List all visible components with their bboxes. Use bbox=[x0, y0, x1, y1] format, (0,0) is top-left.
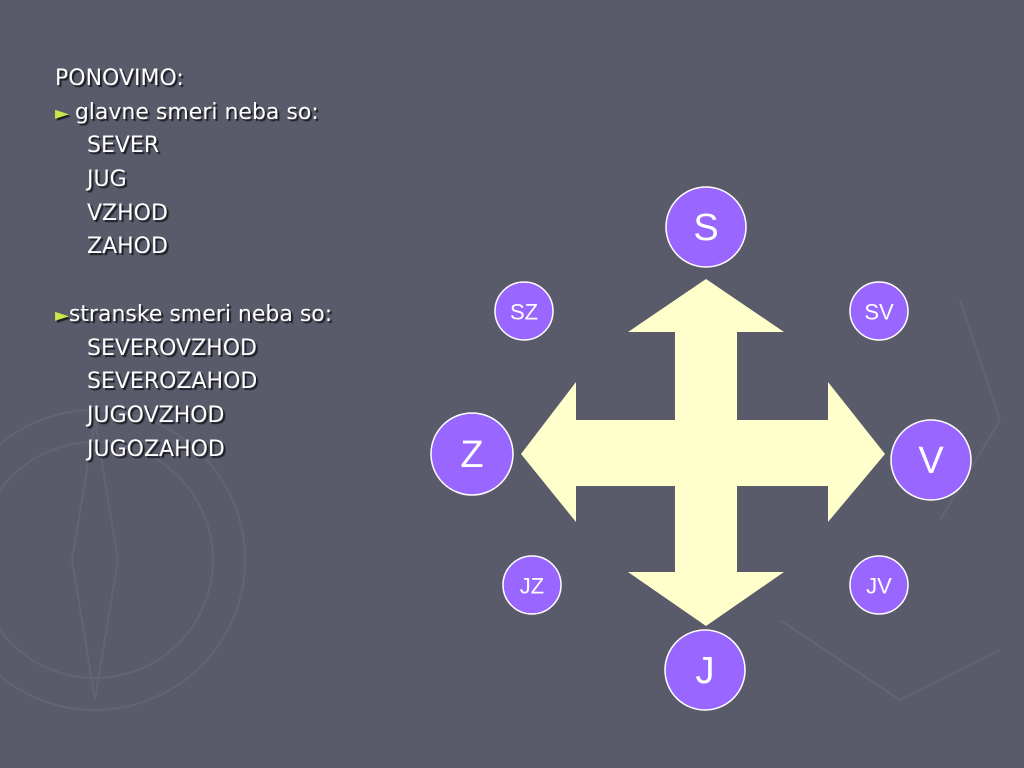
direction-east: V bbox=[890, 419, 972, 501]
side-directions-heading: stranske smeri neba so: bbox=[68, 301, 333, 327]
label-northwest: SZ bbox=[510, 300, 538, 325]
main-directions-heading: glavne smeri neba so: bbox=[74, 99, 319, 125]
label-north: S bbox=[693, 207, 718, 249]
direction-north: S bbox=[665, 186, 747, 268]
label-northeast: SV bbox=[864, 300, 894, 325]
label-west: Z bbox=[460, 434, 483, 476]
label-south: J bbox=[696, 650, 715, 692]
slide-title: PONOVIMO: bbox=[55, 66, 184, 91]
label-east: V bbox=[918, 440, 944, 482]
main-direction-item: VZHOD bbox=[87, 200, 168, 226]
main-directions-heading-line: ►glavne smeri neba so: bbox=[55, 96, 332, 130]
main-direction-item: ZAHOD bbox=[87, 234, 168, 260]
direction-northeast: SV bbox=[849, 281, 909, 341]
direction-west: Z bbox=[430, 412, 514, 496]
direction-south: J bbox=[664, 629, 746, 711]
bullet-arrow-icon: ► bbox=[55, 102, 69, 124]
direction-southeast: JV bbox=[849, 555, 909, 615]
side-direction-item: JUGOVZHOD bbox=[87, 402, 225, 428]
label-southwest: JZ bbox=[520, 574, 544, 599]
direction-northwest: SZ bbox=[494, 281, 554, 341]
slide-text: PONOVIMO: ►glavne smeri neba so: SEVER J… bbox=[55, 62, 332, 466]
side-direction-item: SEVEROVZHOD bbox=[87, 335, 257, 361]
bullet-arrow-icon: ► bbox=[55, 304, 69, 326]
label-southeast: JV bbox=[866, 574, 892, 599]
side-direction-item: JUGOZAHOD bbox=[87, 436, 225, 462]
side-directions-heading-line: ►stranske smeri neba so: bbox=[55, 298, 332, 332]
four-way-arrow bbox=[521, 279, 885, 626]
main-direction-item: JUG bbox=[87, 167, 127, 193]
side-direction-item: SEVEROZAHOD bbox=[87, 369, 258, 395]
direction-southwest: JZ bbox=[502, 555, 562, 615]
main-direction-item: SEVER bbox=[87, 133, 160, 159]
